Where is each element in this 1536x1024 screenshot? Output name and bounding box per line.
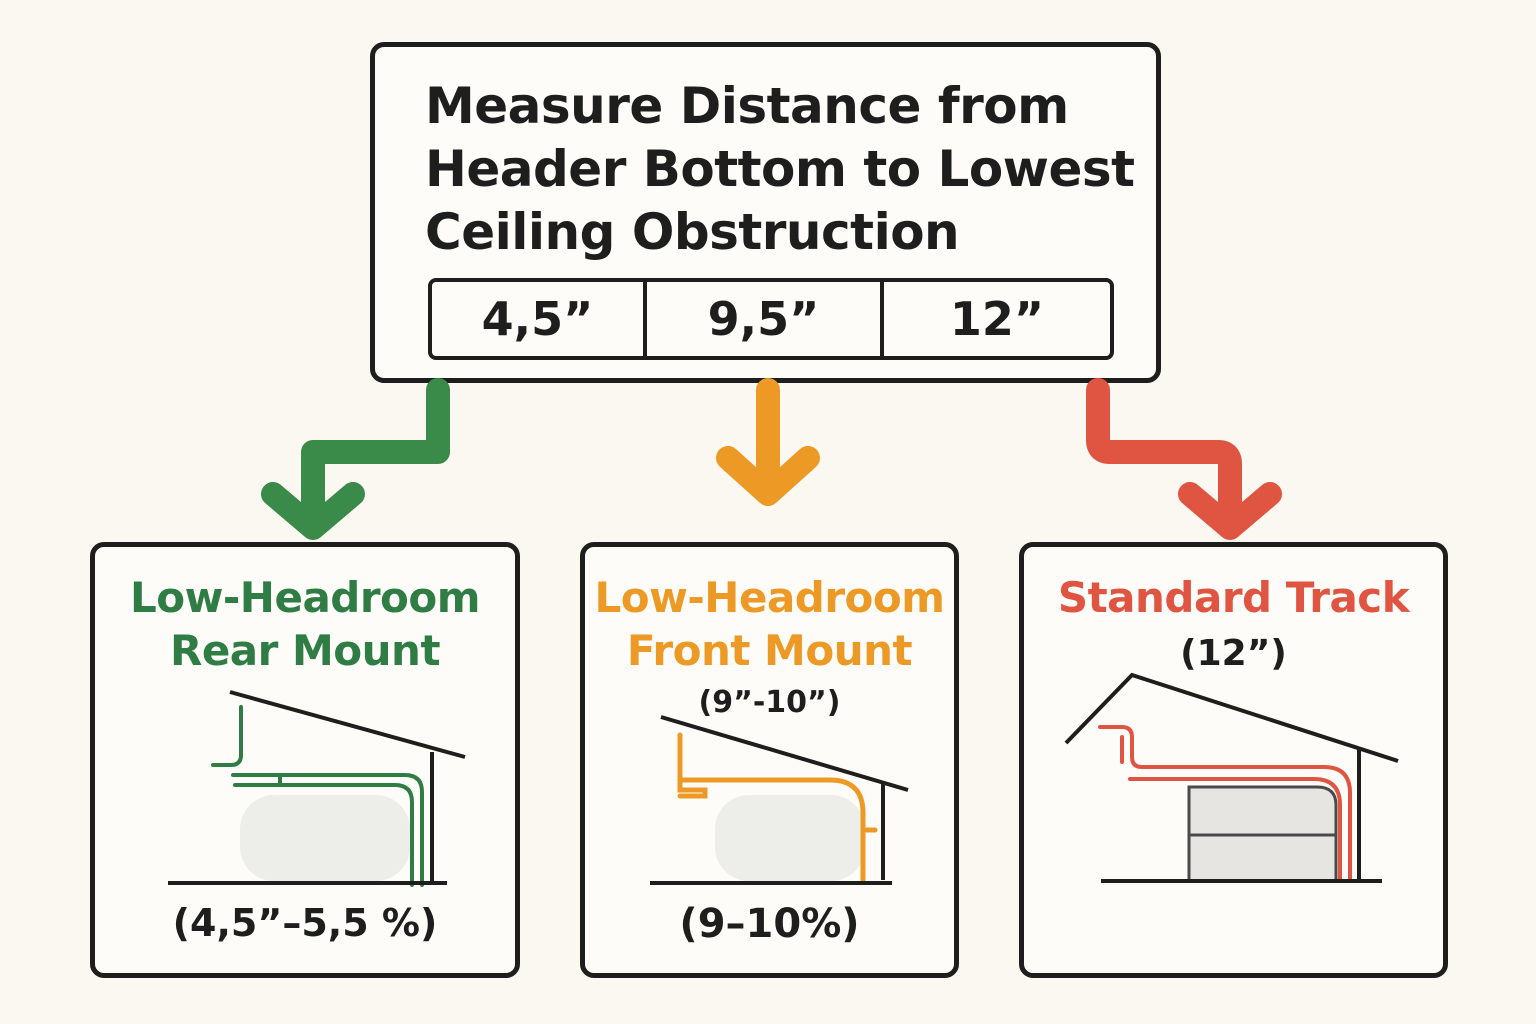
rear-mount-track-icon bbox=[168, 690, 466, 887]
option-title: Low-Headroom Front Mount bbox=[585, 571, 954, 677]
option-title: Low-Headroom Rear Mount bbox=[95, 571, 515, 677]
measurement-cell-12: 12” bbox=[880, 282, 1110, 356]
measure-title: Measure Distance from Header Bottom to L… bbox=[425, 75, 1135, 264]
measurement-cell-4-5: 4,5” bbox=[481, 292, 594, 346]
option-title-line: Standard Track bbox=[1057, 573, 1410, 622]
option-range: (4,5”–5,5 %) bbox=[172, 901, 438, 945]
option-subtitle: (9”-10”) bbox=[698, 685, 841, 720]
option-title-line: Low-Headroom bbox=[129, 573, 481, 622]
green-arrow-icon bbox=[261, 378, 450, 540]
standard-track-icon bbox=[1064, 672, 1399, 883]
option-card-standard-track: Standard Track (12”) bbox=[1019, 542, 1448, 978]
option-title-line: Rear Mount bbox=[169, 626, 441, 675]
front-mount-track-icon bbox=[650, 715, 909, 885]
option-card-rear-mount: Low-Headroom Rear Mount (4,5”–5,5 %) bbox=[90, 542, 520, 978]
measurement-cell-9-5: 9,5” bbox=[643, 282, 880, 356]
option-title-line: Low-Headroom bbox=[594, 573, 945, 622]
option-title: Standard Track bbox=[1024, 571, 1443, 624]
option-range: (9–10%) bbox=[679, 901, 860, 947]
option-card-front-mount: Low-Headroom Front Mount (9”-10”) (9–10%… bbox=[580, 542, 959, 978]
measure-box: Measure Distance from Header Bottom to L… bbox=[370, 42, 1161, 383]
option-title-line: Front Mount bbox=[626, 626, 913, 675]
red-arrow-icon bbox=[1086, 378, 1282, 540]
measure-title-line: Measure Distance from bbox=[425, 77, 1069, 135]
orange-arrow-icon bbox=[716, 378, 820, 506]
option-subtitle: (12”) bbox=[1180, 633, 1287, 674]
measurement-table: 4,5” 9,5” 12” bbox=[428, 278, 1114, 360]
measure-title-line: Header Bottom to Lowest bbox=[425, 140, 1135, 198]
measure-title-line: Ceiling Obstruction bbox=[425, 203, 960, 261]
